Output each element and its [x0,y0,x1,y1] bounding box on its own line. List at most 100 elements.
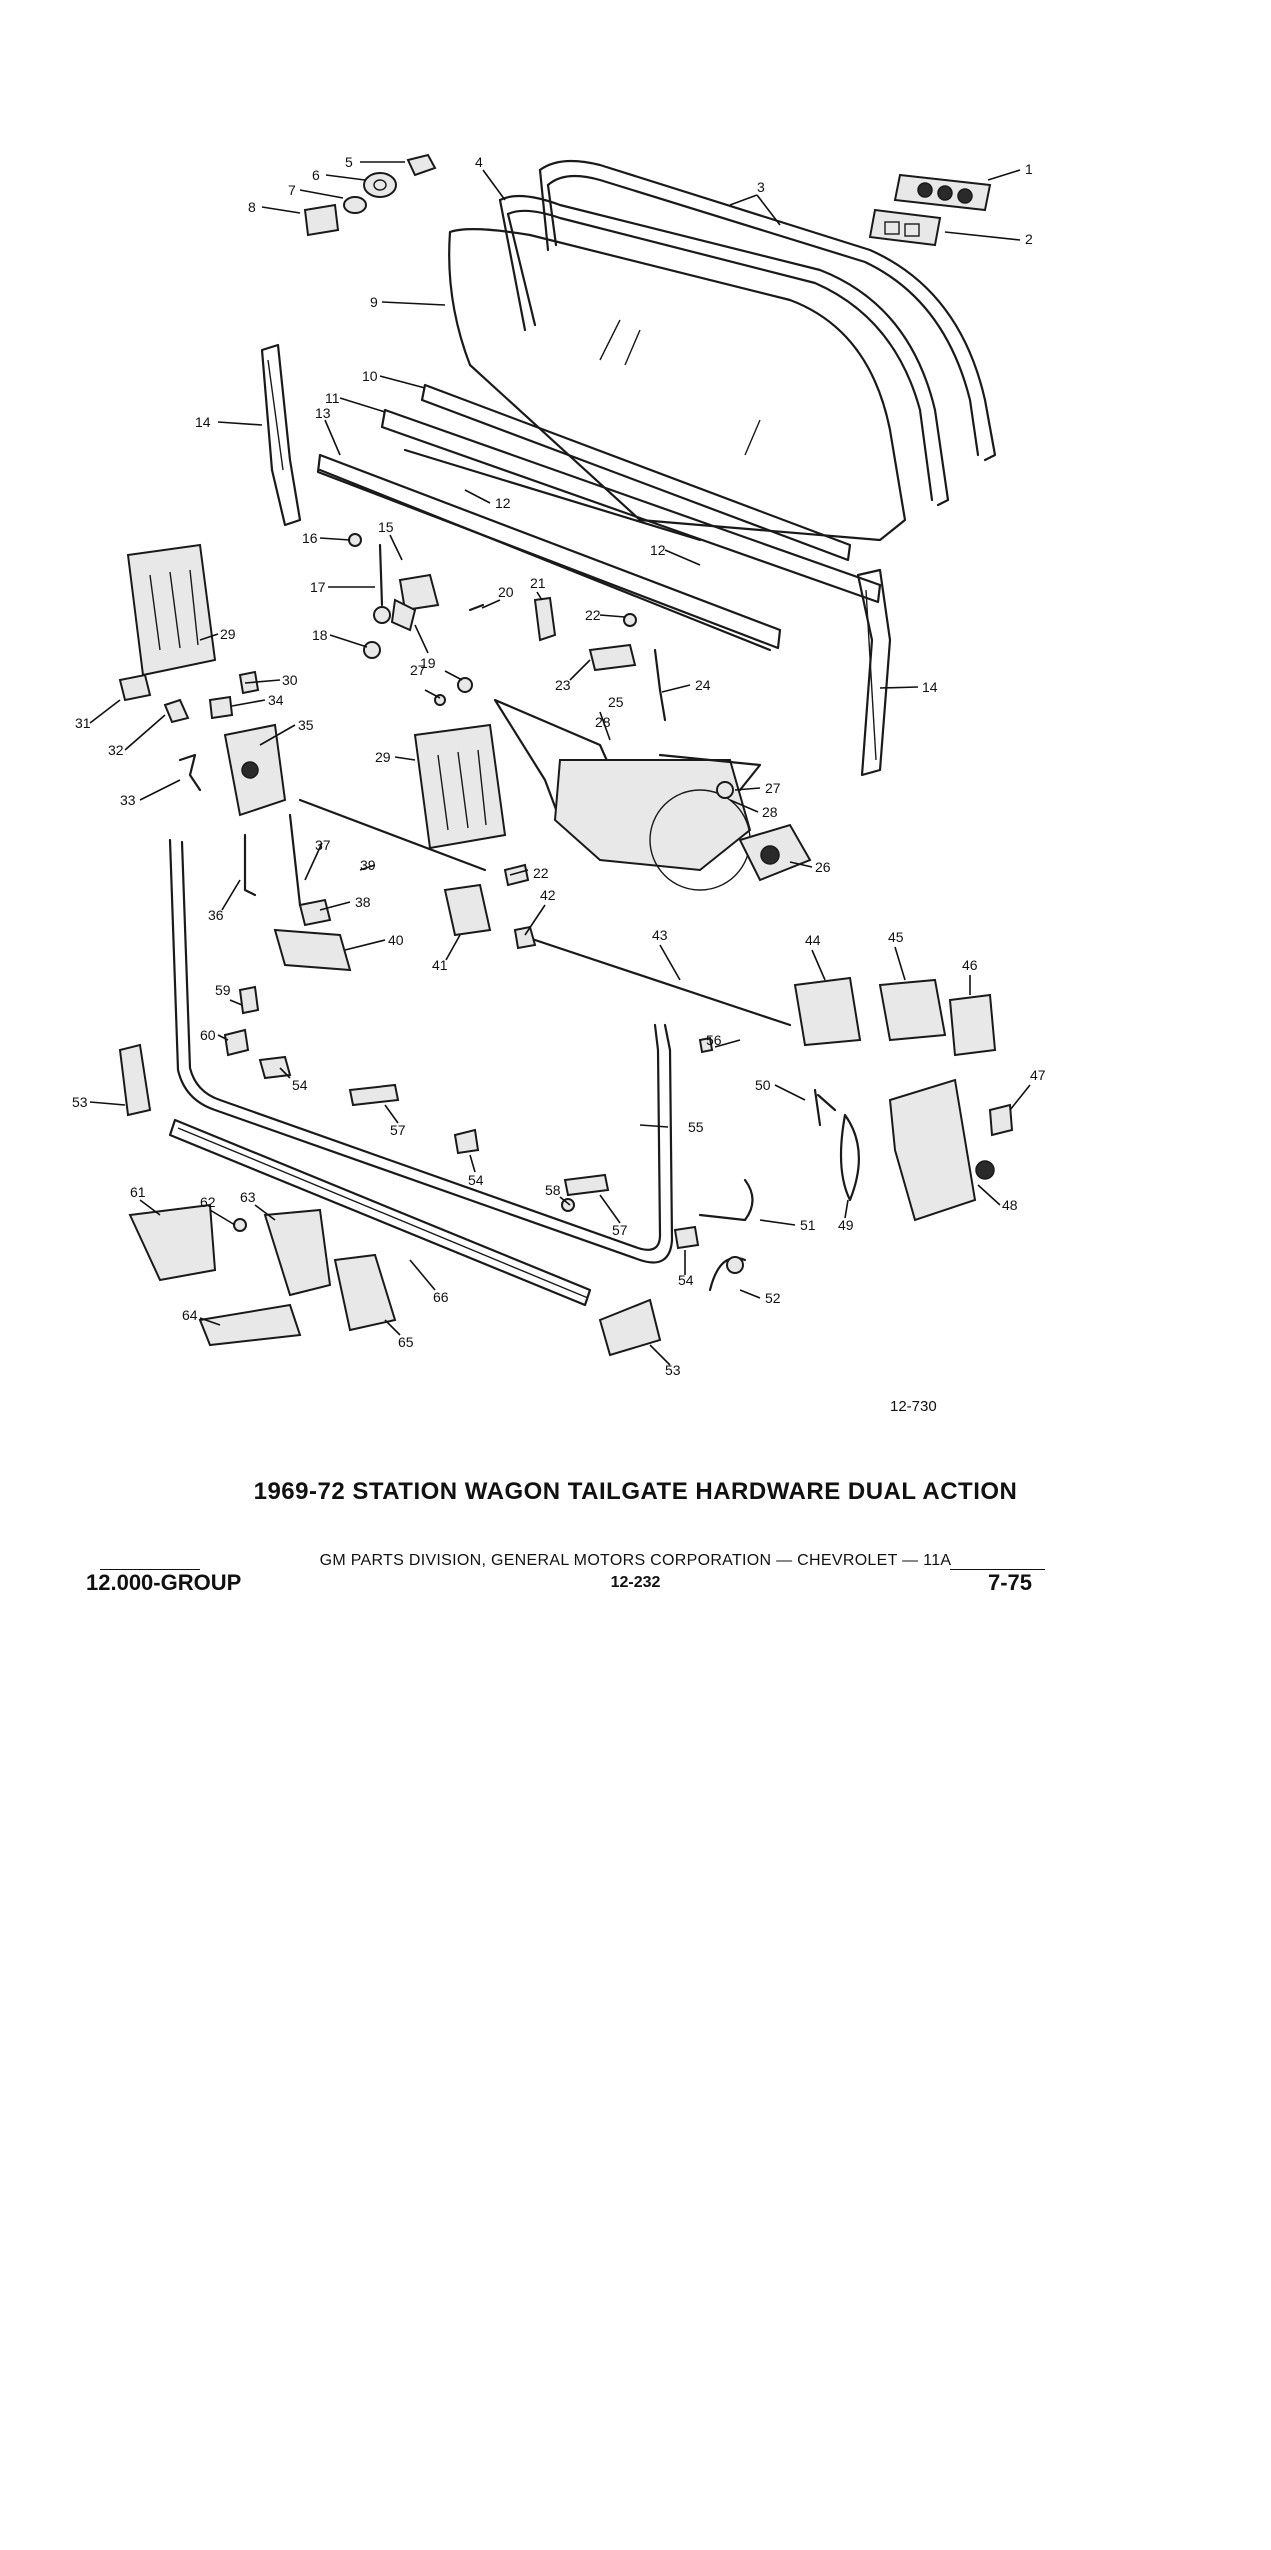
leader-lines [89,161,1031,1366]
callout: 22 [533,865,549,881]
latch-assembly [223,723,287,817]
callout: 37 [315,837,331,853]
callout: 9 [370,294,378,310]
callout: 17 [310,579,326,595]
callout: 4 [475,154,483,170]
callout: 25 [608,694,624,710]
callout: 45 [888,929,904,945]
window-glass [448,228,907,542]
callout: 28 [595,714,611,730]
callout: 46 [962,957,978,973]
callout: 12 [650,542,666,558]
lower-hardware [273,883,1014,1222]
callout: 55 [688,1119,704,1135]
callout: 54 [468,1172,484,1188]
revision-date: 7-75 [988,1570,1033,1595]
page-number: 12-232 [610,1574,661,1591]
access-panel-right [413,723,507,850]
callout: 7 [288,182,296,198]
exploded-parts-diagram: 1 2 3 4 5 6 7 8 9 10 11 12 12 13 14 14 1… [72,153,1046,1378]
lower-left-hardware [128,985,397,1347]
callout: 1 [1025,161,1033,177]
callout: 24 [695,677,711,693]
callout: 27 [410,662,426,678]
callout: 22 [585,607,601,623]
callout: 21 [530,575,546,591]
access-panel-left [126,543,217,677]
callout-numbers: 1 2 3 4 5 6 7 8 9 10 11 12 12 13 14 14 1… [72,154,1046,1378]
callout: 34 [268,692,284,708]
callout: 23 [555,677,571,693]
callout: 19 [420,655,436,671]
callout: 3 [757,179,765,195]
figure-id: 12-730 [890,1398,937,1415]
diagram-title: 1969-72 STATION WAGON TAILGATE HARDWARE … [253,1478,1018,1505]
callout: 30 [282,672,298,688]
callout: 32 [108,742,124,758]
callout: 14 [922,679,938,695]
callout: 12 [495,495,511,511]
callout: 29 [220,626,236,642]
callout: 50 [755,1077,771,1093]
footer-rule-left [100,1569,200,1570]
callout: 2 [1025,231,1033,247]
small-fasteners [118,533,734,927]
callout: 57 [390,1122,406,1138]
callout: 40 [388,932,404,948]
channel-rails [316,383,882,652]
callout: 59 [215,982,231,998]
callout: 28 [762,804,778,820]
lower-frame [168,838,674,1264]
callout: 6 [312,167,320,183]
callout: 13 [315,405,331,421]
callout: 27 [765,780,781,796]
lock-cylinder-parts [303,153,437,237]
callout: 48 [1002,1197,1018,1213]
callout: 42 [540,887,556,903]
callout: 52 [765,1290,781,1306]
side-channel-left [260,343,302,527]
callout: 56 [706,1032,722,1048]
callout: 31 [75,715,91,731]
callout: 18 [312,627,328,643]
callout: 60 [200,1027,216,1043]
switch-assembly [868,173,992,247]
callout: 16 [302,530,318,546]
callout: 29 [375,749,391,765]
footer-rule-right [950,1569,1045,1570]
callout: 26 [815,859,831,875]
upper-frame [538,159,997,462]
callout: 38 [355,894,371,910]
callout: 14 [195,414,211,430]
callout: 33 [120,792,136,808]
callout: 62 [200,1194,216,1210]
callout: 15 [378,519,394,535]
callout: 64 [182,1307,198,1323]
callout: 58 [545,1182,561,1198]
callout: 43 [652,927,668,943]
callout: 20 [498,584,514,600]
callout: 35 [298,717,314,733]
callout: 66 [433,1289,449,1305]
lower-seal [168,1118,592,1307]
callout: 5 [345,154,353,170]
callout: 65 [398,1334,414,1350]
callout: 53 [72,1094,88,1110]
callout: 10 [362,368,378,384]
callout: 61 [130,1184,146,1200]
callout: 57 [612,1222,628,1238]
group-number: 12.000-GROUP [86,1570,242,1595]
callout: 11 [325,390,340,406]
callout: 8 [248,199,256,215]
motor-bracket [738,823,812,882]
callout: 54 [678,1272,694,1288]
callout: 51 [800,1217,816,1233]
lower-right-hardware [348,1036,860,1292]
callout: 39 [360,857,376,873]
callout: 53 [665,1362,681,1378]
callout: 47 [1030,1067,1046,1083]
callout: 63 [240,1189,256,1205]
side-channel-right [856,568,892,777]
callout: 36 [208,907,224,923]
footer-credit: GM PARTS DIVISION, GENERAL MOTORS CORPOR… [319,1552,952,1569]
